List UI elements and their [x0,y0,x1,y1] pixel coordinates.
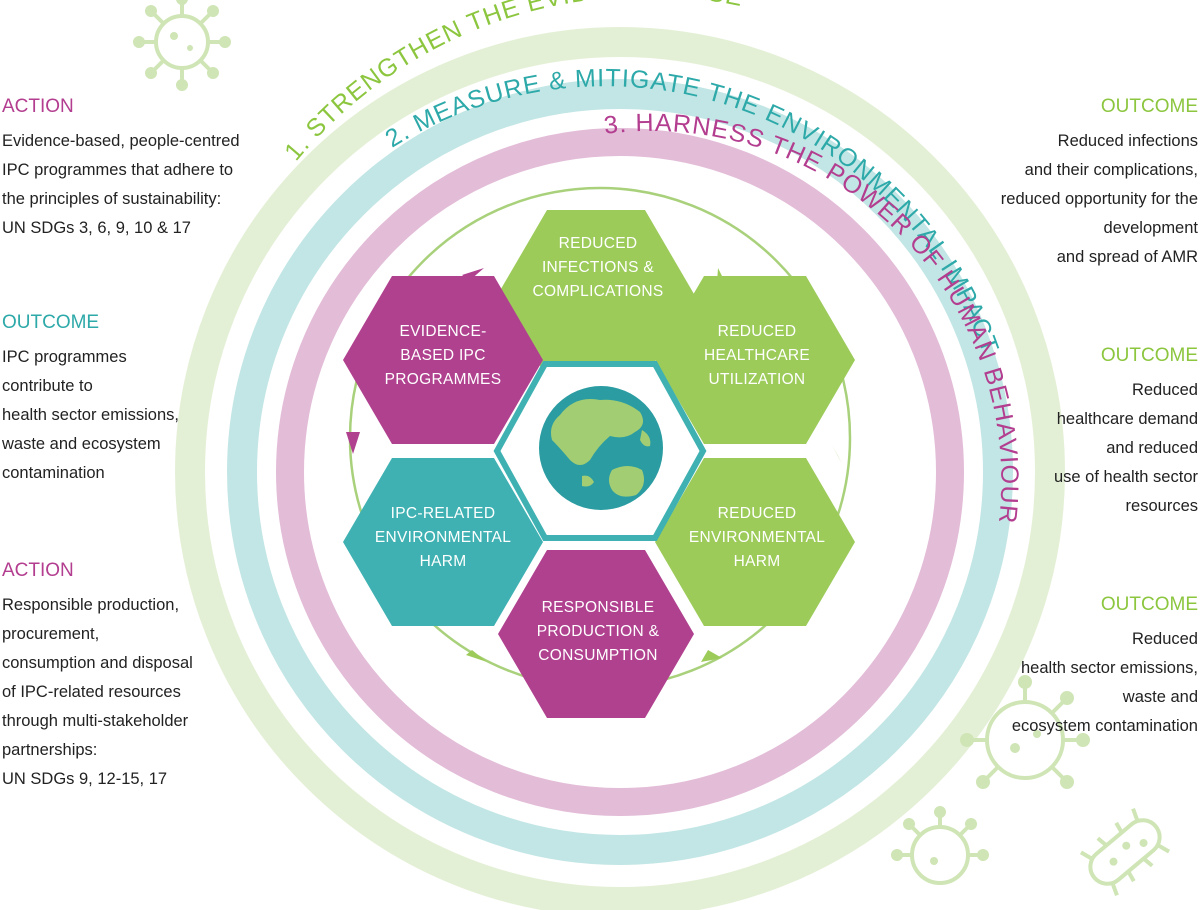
block-line: and their complications, [1024,161,1198,179]
hex-lower-right-line-2: ENVIRONMENTAL [689,529,825,546]
right-block-outcome-1: OUTCOME Reduced infections and their com… [1001,96,1198,272]
virus-icon [133,0,231,91]
left-block-action-2: ACTION Responsible production, procureme… [2,560,193,794]
hex-bottom-line-2: PRODUCTION & [537,623,660,640]
hex-upper-left-line-3: PROGRAMMES [385,371,502,388]
block-line: health sector emissions, [1021,659,1198,677]
hex-top: REDUCED INFECTIONS & COMPLICATIONS [498,210,694,378]
hex-bottom-line-3: CONSUMPTION [538,647,658,664]
virus-icon [960,675,1090,789]
block-line: ecosystem contamination [1011,717,1198,735]
right-block-outcome-3: OUTCOME Reduced health sector emissions,… [1012,594,1198,741]
hex-lower-left: IPC-RELATED ENVIRONMENTAL HARM [343,458,543,626]
hex-upper-left-line-1: EVIDENCE- [399,323,486,340]
arrow-icon [832,445,842,464]
hex-top-line-2: INFECTIONS & [542,259,654,276]
block-line: IPC programmes that adhere to [2,161,234,179]
block-line: IPC programmes [2,348,127,366]
hex-lower-left-line-2: ENVIRONMENTAL [375,529,511,546]
block-line: Reduced [1131,630,1198,648]
block-line: reduced opportunity for the [1000,190,1198,208]
hex-upper-left-line-2: BASED IPC [400,347,485,364]
block-heading: OUTCOME [1100,345,1198,366]
block-line: contamination [2,464,105,482]
block-line: Reduced [1131,381,1198,399]
block-heading: ACTION [2,96,74,117]
arrow-icon [466,650,487,662]
hex-upper-right-line-2: HEALTHCARE [704,347,810,364]
block-line: UN SDGs 9, 12-15, 17 [2,770,168,788]
hex-lower-right: REDUCED ENVIRONMENTAL HARM [655,458,855,626]
left-block-action-1: ACTION Evidence-based, people-centred IP… [2,96,240,243]
block-line: contribute to [2,377,93,395]
arrow-icon [701,650,722,662]
block-line: waste and ecosystem [2,435,161,453]
block-line: of IPC-related resources [2,683,181,701]
hex-bottom: RESPONSIBLE PRODUCTION & CONSUMPTION [498,550,694,718]
hex-lower-right-line-1: REDUCED [718,505,797,522]
block-line: development [1103,219,1198,237]
block-line: through multi-stakeholder [2,712,189,730]
hex-top-line-1: REDUCED [559,235,638,252]
hex-upper-right: REDUCED HEALTHCARE UTILIZATION [655,276,855,444]
hex-upper-left: EVIDENCE- BASED IPC PROGRAMMES [343,276,543,444]
hex-lower-left-line-1: IPC-RELATED [391,505,496,522]
block-line: use of health sector [1053,468,1198,486]
globe-icon [539,386,663,510]
block-line: and reduced [1106,439,1198,457]
block-line: resources [1125,497,1198,515]
left-block-outcome: OUTCOME IPC programmes contribute to hea… [2,312,179,488]
block-line: procurement, [2,625,100,643]
block-line: and spread of AMR [1056,248,1198,266]
block-line: Responsible production, [2,596,180,614]
block-heading: ACTION [2,560,74,581]
block-heading: OUTCOME [2,312,100,333]
block-line: the principles of sustainability: [2,190,222,208]
center-hexagon [493,361,707,541]
block-line: healthcare demand [1056,410,1198,428]
hex-lower-left-line-3: HARM [420,553,467,570]
virus-icon [891,806,989,885]
hex-lower-right-line-3: HARM [734,553,781,570]
hex-upper-right-line-3: UTILIZATION [709,371,806,388]
hex-upper-right-line-1: REDUCED [718,323,797,340]
bacterium-icon [1079,808,1171,896]
block-heading: OUTCOME [1100,594,1198,615]
ring-middle [227,79,1013,865]
block-line: Evidence-based, people-centred [2,132,240,150]
ring-inner [276,128,964,816]
block-line: UN SDGs 3, 6, 9, 10 & 17 [2,219,191,237]
block-line: waste and [1122,688,1198,706]
block-heading: OUTCOME [1100,96,1198,117]
ring-outer [175,27,1065,910]
hex-bottom-line-1: RESPONSIBLE [542,599,655,616]
hex-top-line-3: COMPLICATIONS [532,283,663,300]
block-line: consumption and disposal [2,654,193,672]
block-line: partnerships: [2,741,98,759]
right-block-outcome-2: OUTCOME Reduced healthcare demand and re… [1054,345,1198,521]
arrow-icon [346,432,360,454]
block-line: Reduced infections [1057,132,1198,150]
block-line: health sector emissions, [2,406,179,424]
